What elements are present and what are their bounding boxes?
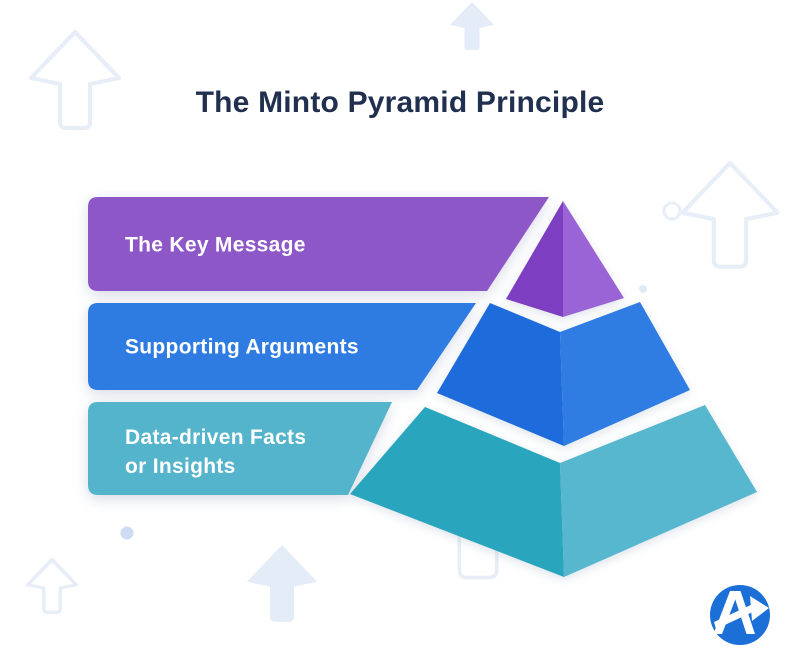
bar-supporting-arguments: [88, 303, 476, 390]
pyramid-tier2-left-face: [437, 303, 564, 446]
pyramid: [350, 201, 757, 577]
bar-label-line-2: or Insights: [125, 455, 236, 478]
dot-icon: [120, 526, 134, 540]
pyramid-tier1-right-face: [563, 201, 624, 317]
up-arrow-solid-icon: [246, 545, 318, 622]
up-arrow-outline-icon: [26, 557, 78, 615]
brand-logo: [710, 585, 770, 645]
pyramid-tier2-right-face: [560, 302, 690, 446]
bar-key-message: [88, 197, 549, 291]
up-arrow-outline-icon: [682, 163, 777, 267]
pyramid-tier3-left-face: [350, 407, 564, 577]
bar-label-data-driven-facts: Data-driven Facts or Insights: [125, 423, 306, 481]
bar-label-key-message: The Key Message: [125, 233, 306, 257]
bar-label-supporting-arguments: Supporting Arguments: [125, 335, 359, 359]
pyramid-tier3-right-face: [560, 405, 757, 577]
bar-data-driven-facts: [88, 402, 392, 495]
bar-label-line-1: Data-driven Facts: [125, 426, 307, 449]
page-title: The Minto Pyramid Principle: [195, 86, 605, 119]
dot-icon: [639, 285, 647, 293]
arrow-a-logo-icon: [713, 591, 769, 634]
up-arrow-solid-icon: [450, 2, 494, 50]
level-bars: [88, 197, 549, 495]
watermark-dots: [120, 285, 647, 540]
pyramid-tier1-left-face: [506, 201, 563, 317]
watermark-layer: [26, 32, 778, 615]
dot-ring-icon: [662, 201, 682, 221]
